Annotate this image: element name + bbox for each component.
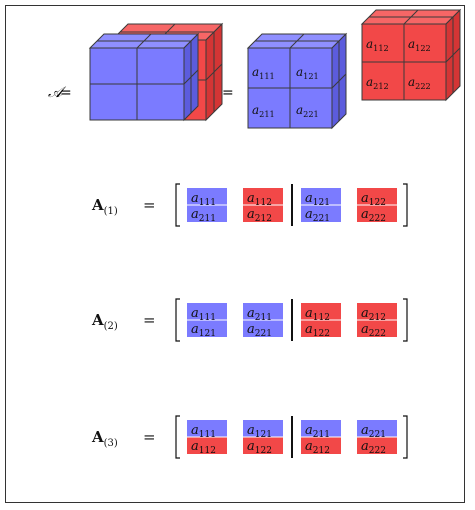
block-bottom-cell	[357, 437, 397, 454]
block-top-cell	[357, 420, 397, 437]
unfolding-equals: =	[143, 311, 156, 329]
block-bottom-cell	[301, 437, 341, 454]
unfolding-equals: =	[143, 428, 156, 446]
right-bracket	[403, 298, 408, 342]
block-top-cell	[187, 420, 227, 437]
unfolding-label: A(3)	[91, 428, 118, 449]
unfolding-label: A(1)	[91, 196, 118, 217]
unfolding-label: A(2)	[91, 311, 118, 332]
combined-cube	[88, 22, 224, 122]
block-bottom-cell	[243, 437, 283, 454]
block-top-cell	[301, 420, 341, 437]
block-bottom-cell	[187, 437, 227, 454]
left-bracket	[175, 298, 180, 342]
left-bracket	[175, 183, 180, 227]
unfolding-equals: =	[143, 196, 156, 214]
block-top-cell	[243, 420, 283, 437]
right-bracket	[403, 415, 408, 459]
right-bracket	[403, 183, 408, 227]
tensor-equals: =	[60, 85, 72, 101]
left-bracket	[175, 415, 180, 459]
cube-equals: =	[222, 85, 234, 101]
